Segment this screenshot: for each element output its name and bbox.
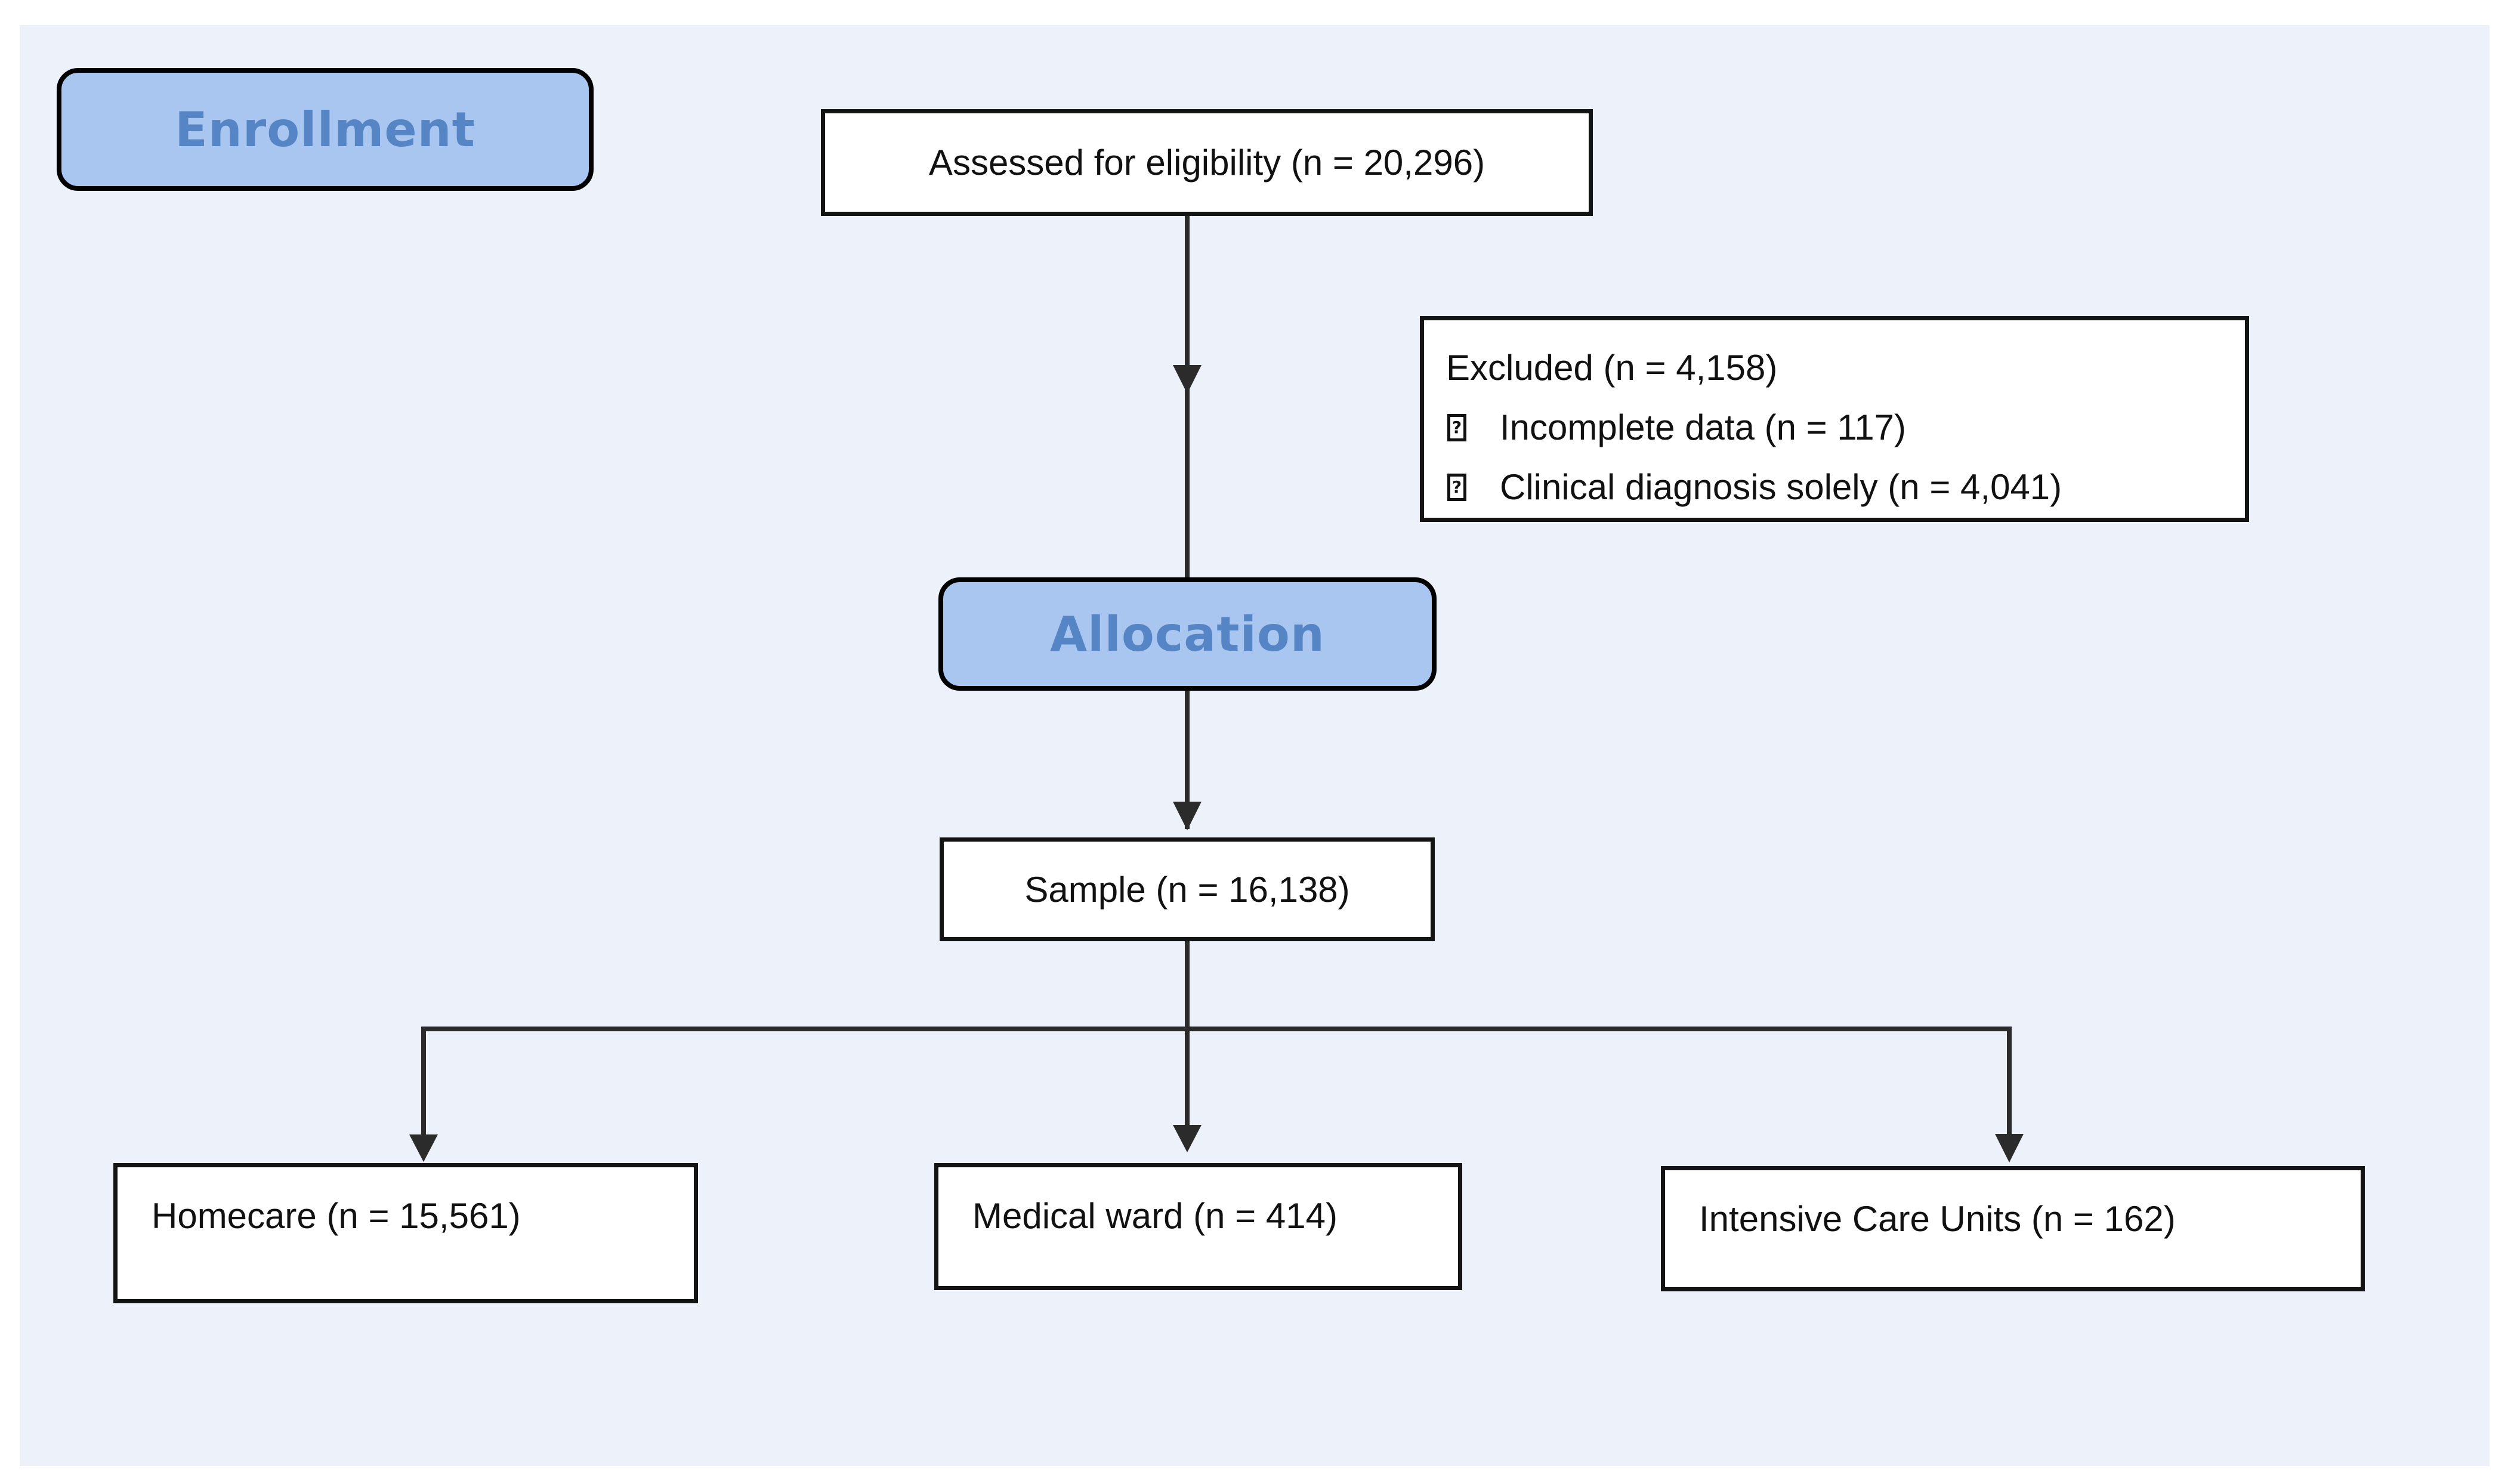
excluded-title-row: Excluded (n = 4,158)	[1446, 338, 2227, 398]
node-excluded-title: Excluded (n = 4,158)	[1446, 348, 1778, 388]
arrowhead-medical-ward	[1173, 1125, 1202, 1152]
node-sample: Sample (n = 16,138)	[940, 837, 1435, 941]
node-icu: Intensive Care Units (n = 162)	[1661, 1166, 2365, 1291]
node-assessed-label: Assessed for eligibility (n = 20,296)	[928, 143, 1485, 183]
node-assessed: Assessed for eligibility (n = 20,296)	[821, 109, 1593, 216]
node-homecare-label: Homecare (n = 15,561)	[152, 1196, 521, 1236]
excluded-item-row: ? Incomplete data (n = 117)	[1446, 398, 2227, 457]
node-excluded: Excluded (n = 4,158) ? Incomplete data (…	[1420, 316, 2249, 522]
node-sample-label: Sample (n = 16,138)	[1024, 869, 1350, 910]
stage-enrollment: Enrollment	[57, 68, 594, 191]
stage-allocation-label: Allocation	[1050, 606, 1325, 662]
bullet-missing-glyph-icon: ?	[1447, 414, 1466, 441]
stage-enrollment-label: Enrollment	[175, 101, 475, 157]
stage-allocation: Allocation	[938, 577, 1437, 691]
node-medical-ward-label: Medical ward (n = 414)	[972, 1196, 1338, 1236]
bullet-missing-glyph-icon: ?	[1447, 474, 1466, 501]
excluded-item-label: Clinical diagnosis solely (n = 4,041)	[1500, 467, 2062, 507]
excluded-item-row: ? Clinical diagnosis solely (n = 4,041)	[1446, 457, 2227, 517]
excluded-item-label: Incomplete data (n = 117)	[1500, 407, 1906, 447]
arrowhead-homecare	[409, 1134, 438, 1162]
arrowhead-allocation-to-sample	[1173, 802, 1202, 830]
node-icu-label: Intensive Care Units (n = 162)	[1699, 1199, 2176, 1239]
node-homecare: Homecare (n = 15,561)	[113, 1163, 698, 1303]
node-medical-ward: Medical ward (n = 414)	[934, 1163, 1462, 1290]
arrowhead-assessed-to-allocation	[1173, 365, 1202, 394]
arrowhead-icu	[1995, 1134, 2024, 1163]
